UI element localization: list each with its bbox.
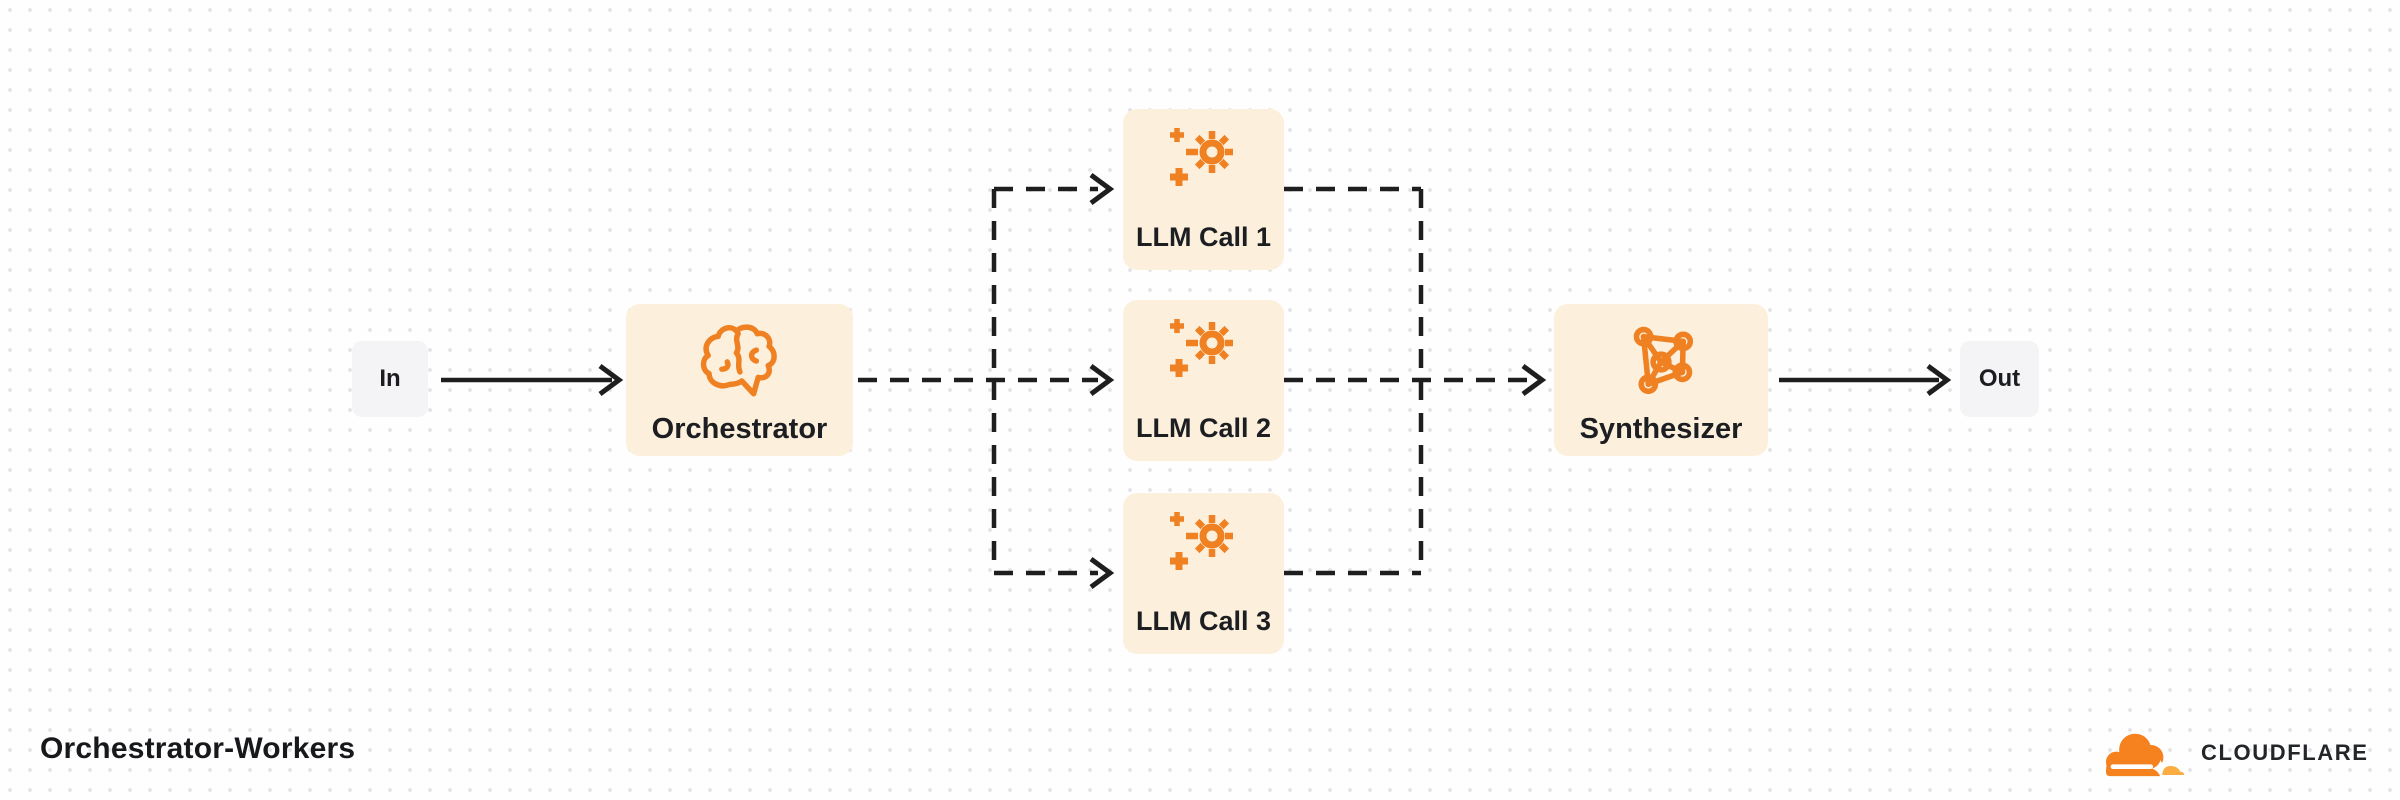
llm-call-3-node: LLM Call 3 (1123, 493, 1284, 654)
cloudflare-logo: CLOUDFLARE (2097, 725, 2369, 781)
output-node-label: Out (1978, 365, 2021, 392)
input-node: In (352, 341, 428, 417)
llm-call-1-label: LLM Call 1 (1135, 221, 1271, 252)
orchestrator-node: Orchestrator (626, 304, 853, 456)
network-graph-icon (1633, 326, 1694, 395)
ai-sparkle-icon (1169, 512, 1233, 570)
arrow-synthesizer-to-out (1779, 363, 1952, 397)
output-node: Out (1960, 341, 2039, 417)
dashed-branch-left (991, 172, 1115, 590)
dashed-arrow-orchestrator-to-llm2 (858, 363, 1115, 397)
orchestrator-label: Orchestrator (651, 412, 828, 445)
llm-call-2-label: LLM Call 2 (1135, 412, 1271, 443)
diagram-title: Orchestrator-Workers (40, 732, 356, 765)
llm-call-3-label: LLM Call 3 (1135, 605, 1271, 636)
synthesizer-label: Synthesizer (1579, 412, 1743, 445)
dashed-arrow-to-synthesizer (1284, 363, 1547, 397)
llm-call-2-node: LLM Call 2 (1123, 300, 1284, 461)
cloudflare-cloud-icon (2105, 733, 2187, 777)
input-node-label: In (379, 365, 401, 392)
arrow-in-to-orchestrator (441, 363, 624, 397)
brain-icon (700, 324, 777, 397)
synthesizer-node: Synthesizer (1554, 304, 1768, 456)
ai-sparkle-icon (1169, 128, 1233, 186)
llm-call-1-node: LLM Call 1 (1123, 109, 1284, 270)
ai-sparkle-icon (1169, 319, 1233, 377)
cloudflare-wordmark: CLOUDFLARE (2201, 740, 2369, 765)
